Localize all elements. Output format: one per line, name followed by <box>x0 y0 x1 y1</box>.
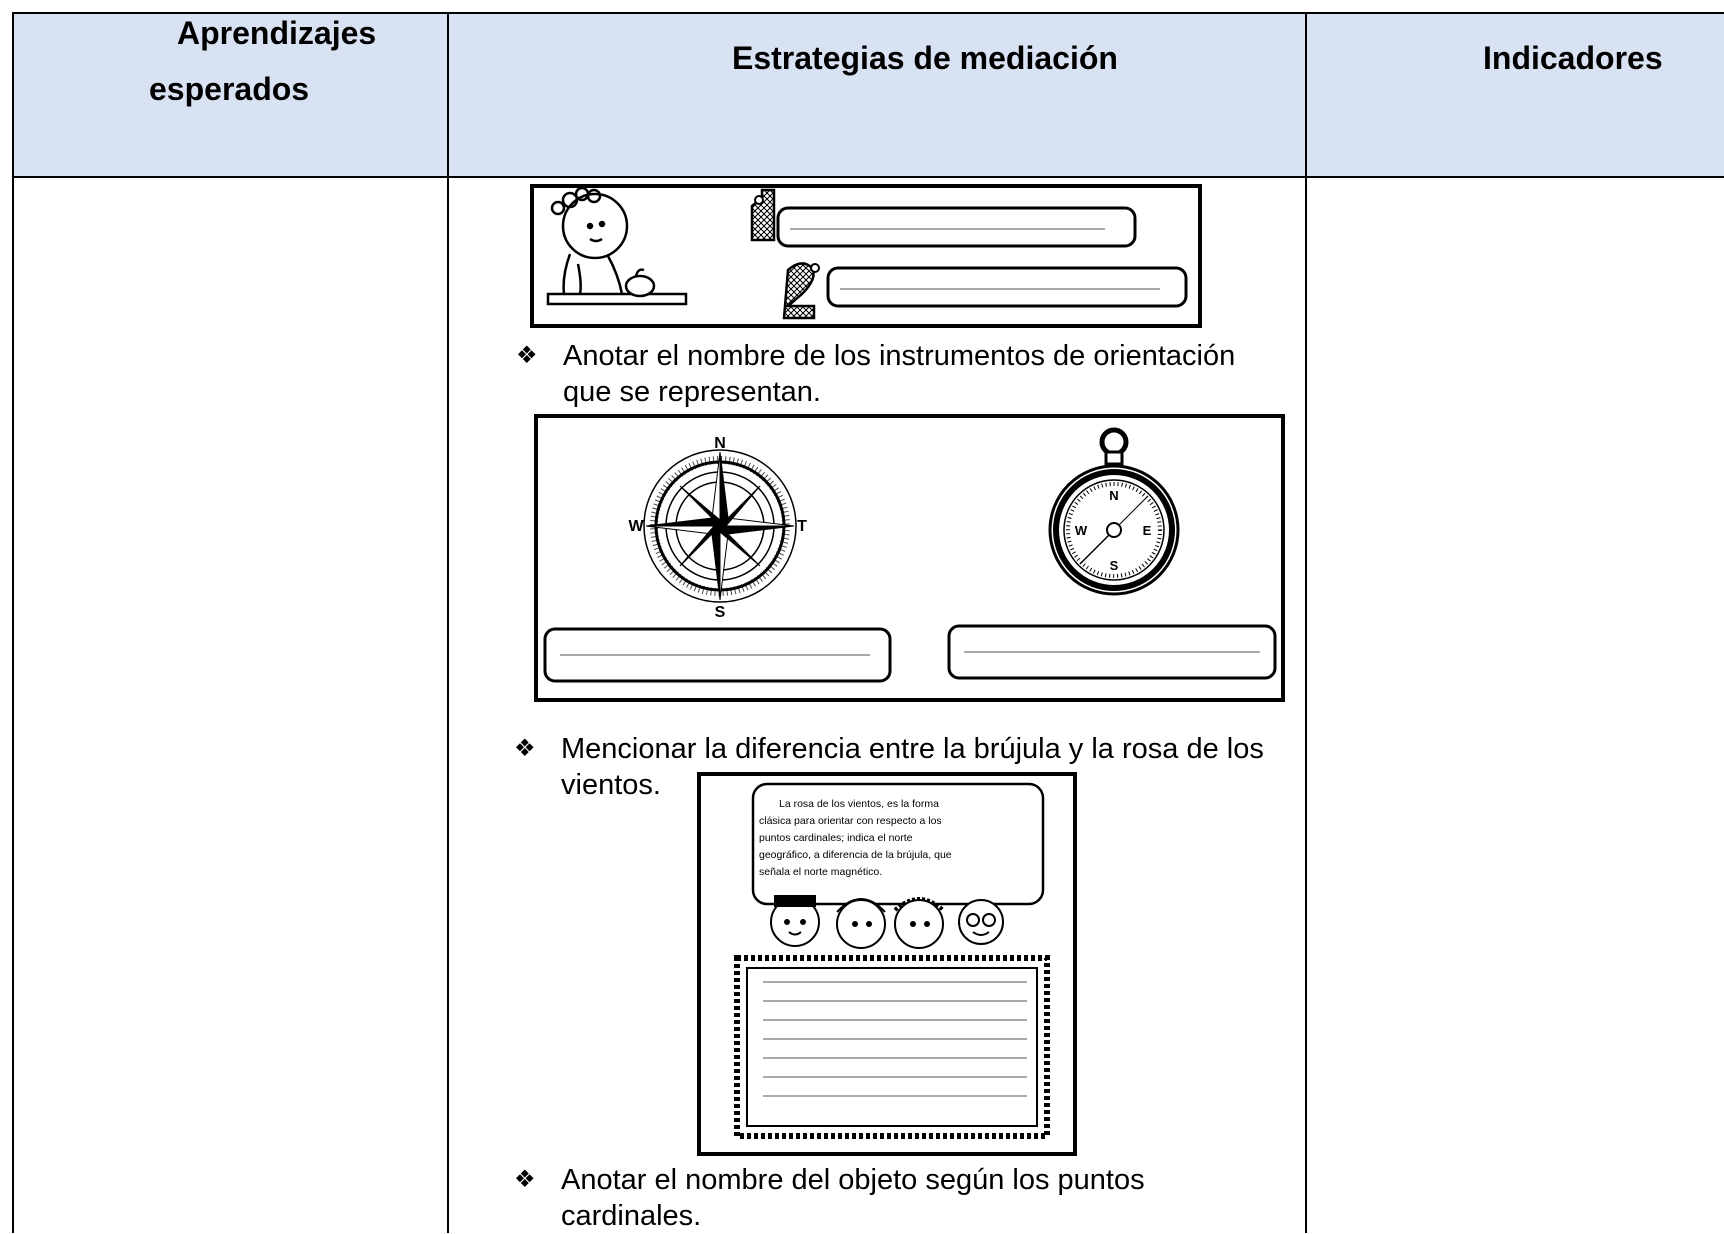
compass-south-label: S <box>1110 558 1119 573</box>
rose-west-label: W <box>628 518 644 535</box>
bullet-1-line-1: Anotar el nombre de los instrumentos de … <box>563 340 1236 372</box>
children-group-icon <box>770 895 1004 949</box>
column-divider-2 <box>1305 12 1307 1233</box>
worksheet-difference-writing: La rosa de los vientos, es la forma clás… <box>697 772 1077 1156</box>
table-top-border <box>12 12 1724 14</box>
compass-west-label: W <box>1075 523 1088 538</box>
bullet-3-line-2: cardinales. <box>561 1200 702 1232</box>
header-aprendizajes-line2: esperados <box>149 71 310 107</box>
bullet-3-line-1: Anotar el nombre del objeto según los pu… <box>561 1164 1145 1196</box>
column-divider-1 <box>447 12 449 1233</box>
bullet-item-3: ❖ Anotar el nombre del objeto según los … <box>514 1162 1294 1234</box>
pocket-compass-icon <box>1048 427 1180 596</box>
worksheet-child-thinking: 1 <box>530 184 1202 328</box>
answer-line-1-box <box>776 206 1137 248</box>
svg-text:La rosa de los vientos, es la: La rosa de los vientos, es la forma clás… <box>759 798 955 878</box>
bullet-item-2: ❖ Mencionar la diferencia entre la brúju… <box>514 731 1294 803</box>
worksheet-orientation-instruments: N S W T N S W E <box>534 414 1285 702</box>
compass-east-label: E <box>1143 523 1152 538</box>
speech-box <box>751 782 1045 906</box>
thinking-child-icon <box>546 186 688 306</box>
header-indicadores: Indicadores <box>1483 40 1663 76</box>
number-one-icon <box>750 188 776 242</box>
bullet-1-line-2: que se representan. <box>563 376 821 408</box>
answer-line-2-box <box>826 266 1188 308</box>
bullet-2-line-1: Mencionar la diferencia entre la brújula… <box>561 733 1264 765</box>
bullet-2-line-2: vientos. <box>561 769 661 801</box>
header-estrategias: Estrategias de mediación <box>732 40 1118 76</box>
compass-rose-icon <box>643 449 797 603</box>
rose-east-label: T <box>797 518 807 535</box>
speech-line-5: señala el norte magnético. <box>759 866 882 878</box>
speech-line-2: clásica para orientar con respecto a los <box>759 815 942 827</box>
rose-south-label: S <box>715 604 726 621</box>
speech-line-1: La rosa de los vientos, es la forma <box>779 798 939 810</box>
header-aprendizajes-line1: Aprendizajes <box>177 15 377 51</box>
rose-north-label: N <box>714 435 726 452</box>
speech-line-3: puntos cardinales; indica el norte <box>759 832 913 844</box>
speech-line-4: geográfico, a diferencia de la brújula, … <box>759 849 952 861</box>
writing-lines-area <box>734 955 1050 1139</box>
bullet-item-1: ❖ Anotar el nombre de los instrumentos d… <box>516 338 1296 410</box>
bullet-symbol: ❖ <box>516 342 538 369</box>
number-two-icon <box>782 262 820 320</box>
table-header-divider <box>12 176 1724 178</box>
table-left-border <box>12 12 14 1233</box>
bullet-symbol: ❖ <box>514 735 536 762</box>
bullet-symbol: ❖ <box>514 1166 536 1193</box>
compass-north-label: N <box>1109 488 1118 503</box>
table-header-background <box>13 13 1724 177</box>
